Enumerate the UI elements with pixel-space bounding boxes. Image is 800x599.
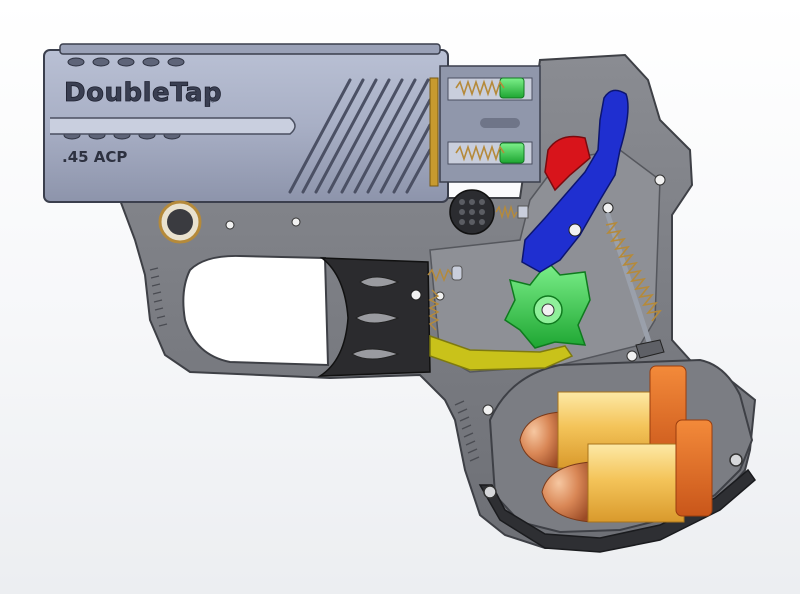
rim-lower xyxy=(675,419,713,517)
grip-pin-right xyxy=(729,453,743,467)
frame-pin-4 xyxy=(482,404,494,416)
barrel-rib-groove xyxy=(50,117,296,135)
firing-pin-spring-upper xyxy=(455,79,505,97)
trigger-pivot xyxy=(410,289,422,301)
mainspring-seat xyxy=(635,339,665,359)
latch-spring xyxy=(495,204,518,220)
ratchet-wheel xyxy=(504,260,591,349)
mainspring-assembly xyxy=(605,212,665,359)
bullet-tip-lower xyxy=(541,461,591,523)
frame-pin-1 xyxy=(225,220,235,230)
ratchet-axle xyxy=(541,303,555,317)
trigger xyxy=(317,257,463,377)
hammer xyxy=(521,89,629,273)
barrel-assembly: DoubleTap TM .45 ACP xyxy=(43,43,449,203)
trigger-guard-opening xyxy=(182,254,330,367)
case-lower xyxy=(587,443,685,523)
firing-pin-upper xyxy=(499,77,525,99)
sear xyxy=(544,135,591,192)
front-strap-serrations xyxy=(149,267,480,462)
brand-logo: DoubleTap xyxy=(64,78,222,108)
breech-block xyxy=(439,65,541,235)
frame-pin-2 xyxy=(291,217,301,227)
breech-slot xyxy=(480,118,520,128)
hinge-pin-inner xyxy=(167,209,193,235)
trigger-bar xyxy=(429,334,574,371)
trigger-spring xyxy=(427,267,453,283)
frame-pin-5 xyxy=(654,174,666,186)
trigger-plunger xyxy=(451,265,463,281)
spare-cartridge-lower xyxy=(541,419,713,523)
hammer-body xyxy=(521,89,629,273)
trigger-grooves xyxy=(350,276,400,360)
trigger-bar-spring xyxy=(428,289,440,331)
mainspring-coil xyxy=(605,221,662,322)
grip-pin-left xyxy=(483,485,497,499)
hammer-strut-pin xyxy=(602,202,614,214)
caliber-marking: .45 ACP xyxy=(62,148,127,166)
hammer-pivot xyxy=(568,223,582,237)
firing-pin-spring-lower xyxy=(455,144,505,162)
latch-knurling xyxy=(459,199,485,225)
firing-pin-lower xyxy=(499,142,525,164)
brand-trademark: TM xyxy=(204,98,214,105)
slide-serrations xyxy=(288,78,432,194)
bullet-tip-upper xyxy=(519,411,561,469)
latch-plunger xyxy=(517,205,529,219)
breech-face xyxy=(429,77,439,187)
frame-pin-3 xyxy=(435,291,445,301)
frame-pin-6 xyxy=(626,350,638,362)
barrel-top-rail xyxy=(59,43,441,55)
vent-holes-top xyxy=(67,57,185,67)
hinge-pin xyxy=(158,174,666,416)
